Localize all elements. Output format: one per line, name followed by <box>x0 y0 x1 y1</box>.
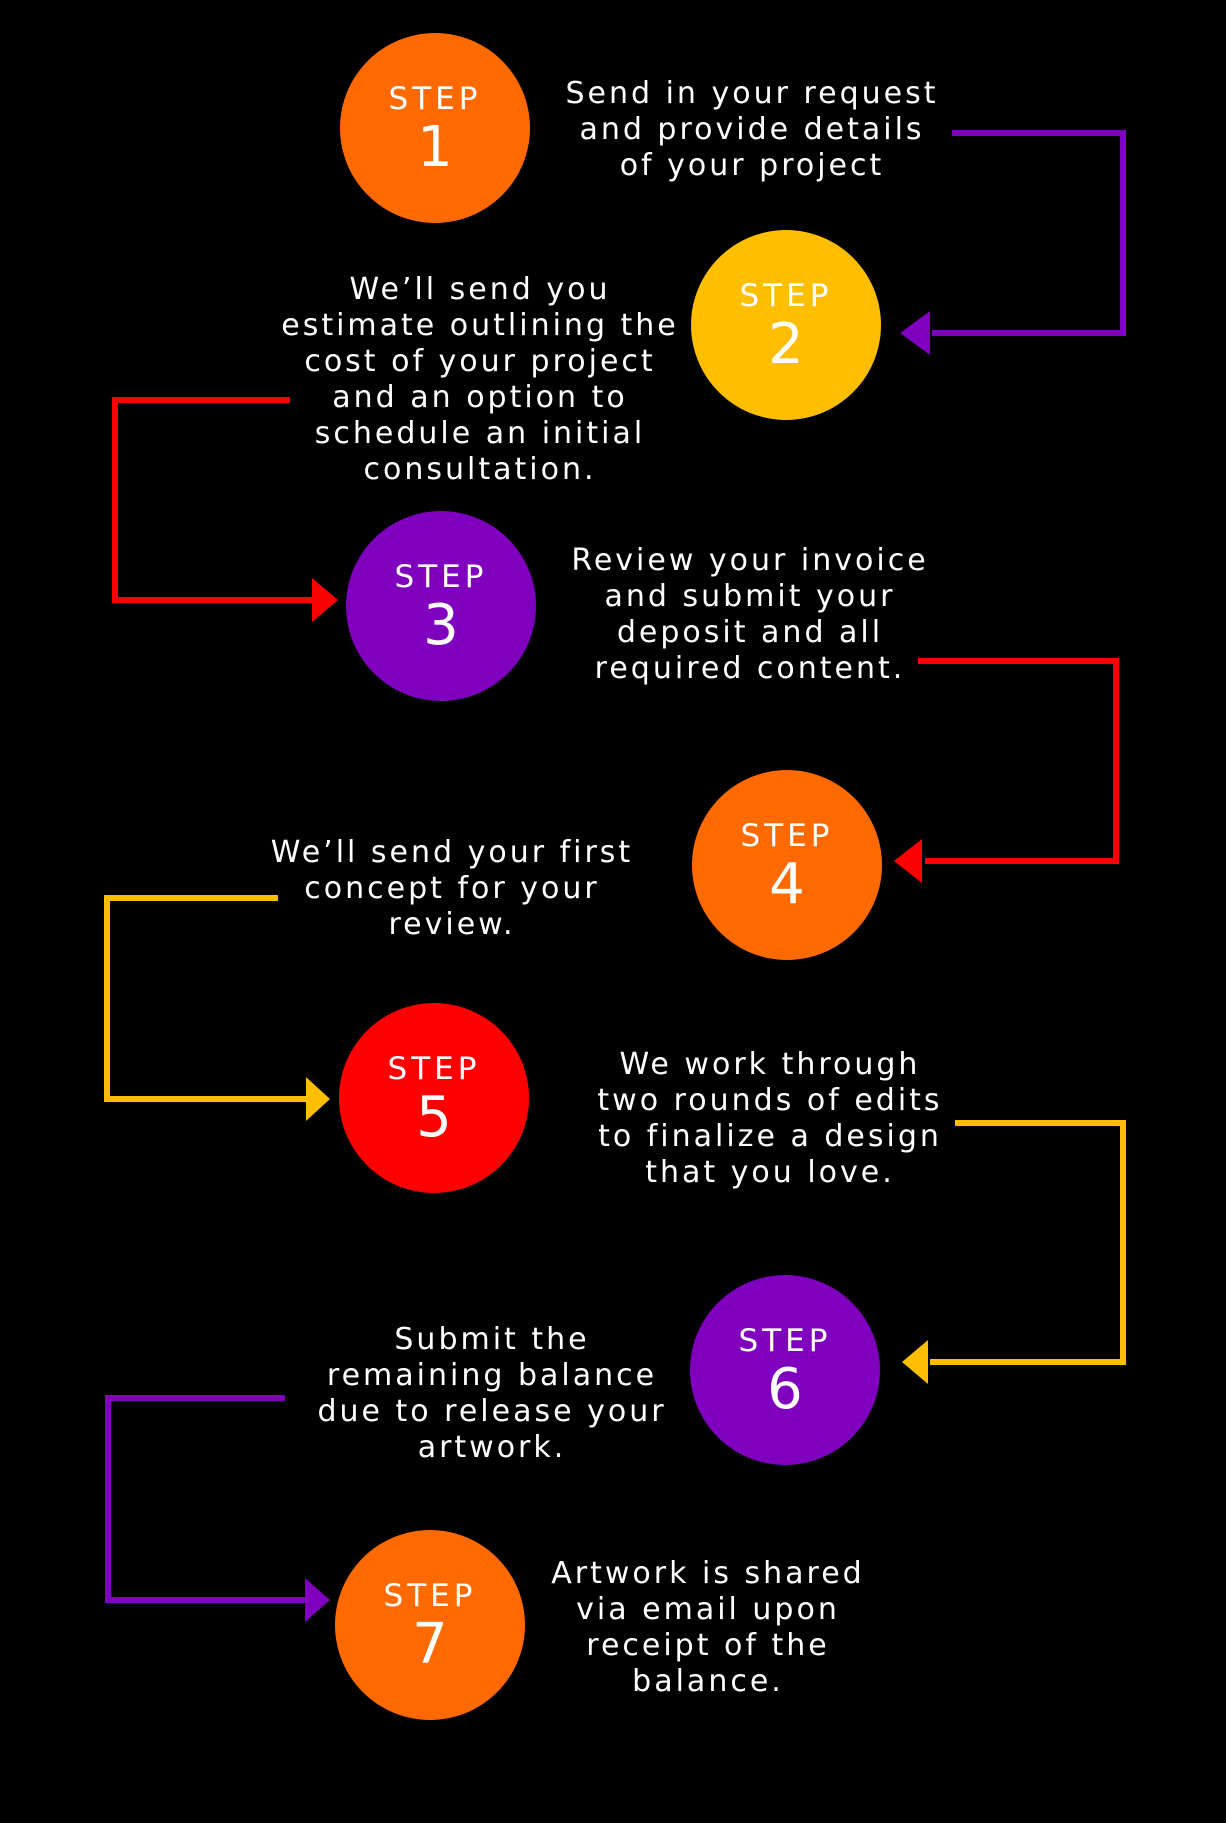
step-1-circle: STEP 1 <box>340 33 530 223</box>
step-5-text-line: that you love. <box>645 1155 895 1190</box>
step-4-text-line: review. <box>388 907 516 942</box>
step-4-text-line: concept for your <box>304 871 600 906</box>
step-6-circle: STEP 6 <box>690 1275 880 1465</box>
step-7-description: Artwork is shared via email upon receipt… <box>508 1556 908 1700</box>
step-3-text-line: Review your invoice <box>571 543 929 578</box>
step-7-circle: STEP 7 <box>335 1530 525 1720</box>
step-3-circle: STEP 3 <box>346 511 536 701</box>
connector-4-5 <box>104 895 330 1121</box>
step-1-label: STEP <box>388 81 482 118</box>
connector-6-7 <box>105 1395 330 1622</box>
step-4-number: 4 <box>769 852 805 918</box>
step-1-description: Send in your request and provide details… <box>552 76 952 184</box>
step-2-label: STEP <box>739 278 833 315</box>
step-7-text-line: balance. <box>632 1664 784 1699</box>
step-2-text-line: consultation. <box>363 452 597 487</box>
step-2-circle: STEP 2 <box>691 230 881 420</box>
connector-2-3 <box>112 397 338 622</box>
step-5-text-line: We work through <box>619 1047 921 1082</box>
connector-3-4 <box>894 658 1119 883</box>
step-5-text-line: to finalize a design <box>598 1119 942 1154</box>
step-3-number: 3 <box>423 593 459 659</box>
step-7-label: STEP <box>383 1578 477 1615</box>
step-3-text-line: required content. <box>594 651 906 686</box>
step-3-text-line: deposit and all <box>616 615 884 650</box>
step-2-text-line: estimate outlining the <box>281 308 679 343</box>
step-7-text-line: Artwork is shared <box>551 1556 865 1591</box>
connector-5-6 <box>902 1120 1126 1384</box>
step-7-number: 7 <box>412 1612 448 1678</box>
step-6-label: STEP <box>738 1323 832 1360</box>
step-6-text-line: due to release your <box>317 1394 667 1429</box>
step-3-label: STEP <box>394 559 488 596</box>
step-6-text-line: Submit the <box>394 1322 590 1357</box>
step-7-text-line: via email upon <box>576 1592 840 1627</box>
step-4-text-line: We’ll send your first <box>270 835 634 870</box>
step-1-text-line: of your project <box>619 148 885 183</box>
step-5-text-line: two rounds of edits <box>597 1083 943 1118</box>
step-6-text-line: artwork. <box>417 1430 567 1465</box>
step-3-text-line: and submit your <box>604 579 896 614</box>
step-6-number: 6 <box>767 1357 803 1423</box>
step-5-circle: STEP 5 <box>339 1003 529 1193</box>
step-2-text-line: and an option to <box>332 380 628 415</box>
step-1-text-line: and provide details <box>579 112 925 147</box>
step-6-description: Submit the remaining balance due to rele… <box>292 1322 692 1466</box>
step-1-text-line: Send in your request <box>565 76 939 111</box>
step-4-circle: STEP 4 <box>692 770 882 960</box>
step-1-number: 1 <box>417 115 453 181</box>
step-4-description: We’ll send your first concept for your r… <box>252 835 652 943</box>
step-6-text-line: remaining balance <box>326 1358 658 1393</box>
step-2-text-line: We’ll send you <box>349 272 611 307</box>
step-2-number: 2 <box>768 312 804 378</box>
step-2-text-line: cost of your project <box>304 344 656 379</box>
step-5-label: STEP <box>387 1051 481 1088</box>
step-7-text-line: receipt of the <box>586 1628 830 1663</box>
step-5-number: 5 <box>416 1085 452 1151</box>
step-2-text-line: schedule an initial <box>314 416 646 451</box>
step-3-description: Review your invoice and submit your depo… <box>550 543 950 687</box>
step-5-description: We work through two rounds of edits to f… <box>570 1047 970 1191</box>
step-4-label: STEP <box>740 818 834 855</box>
connector-1-2 <box>900 130 1126 355</box>
step-2-description: We’ll send you estimate outlining the co… <box>280 272 680 488</box>
